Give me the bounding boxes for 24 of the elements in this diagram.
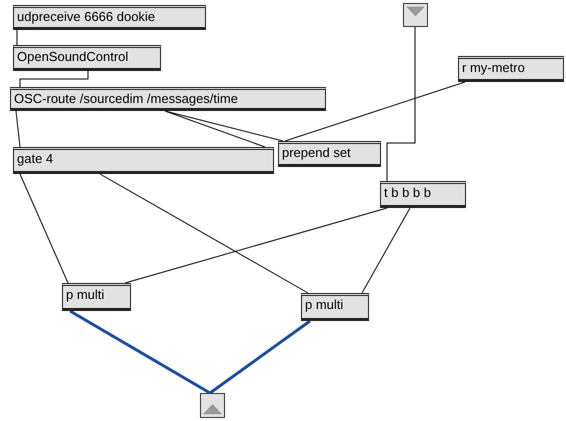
object-box: r my-metro — [458, 56, 564, 82]
patch-cord — [284, 82, 466, 142]
object-box: OSC-route /sourcedim /messages/time — [10, 87, 326, 111]
object-box: udpreceive 6666 dookie — [13, 5, 206, 30]
patch-cord — [209, 320, 311, 394]
patch-cord — [164, 110, 284, 142]
object-box: p multi — [301, 293, 369, 321]
object-box: OpenSoundControl — [13, 45, 161, 71]
patch-cord — [386, 26, 416, 182]
patch-cord — [69, 310, 211, 394]
object-box: p multi — [62, 283, 131, 311]
patch-cord — [20, 174, 68, 284]
inlet-box — [403, 3, 428, 27]
patch-cord — [124, 208, 388, 284]
patch-cord — [16, 110, 20, 148]
patch-cord — [164, 110, 266, 148]
patch-cord — [16, 30, 18, 46]
patch-cord — [20, 70, 88, 88]
patch-cord — [100, 174, 308, 294]
object-box: gate 4 — [13, 147, 274, 174]
object-box: prepend set — [278, 141, 381, 167]
outlet-box — [200, 393, 225, 418]
object-box: t b b b b — [380, 181, 466, 208]
patch-cord — [362, 208, 410, 294]
